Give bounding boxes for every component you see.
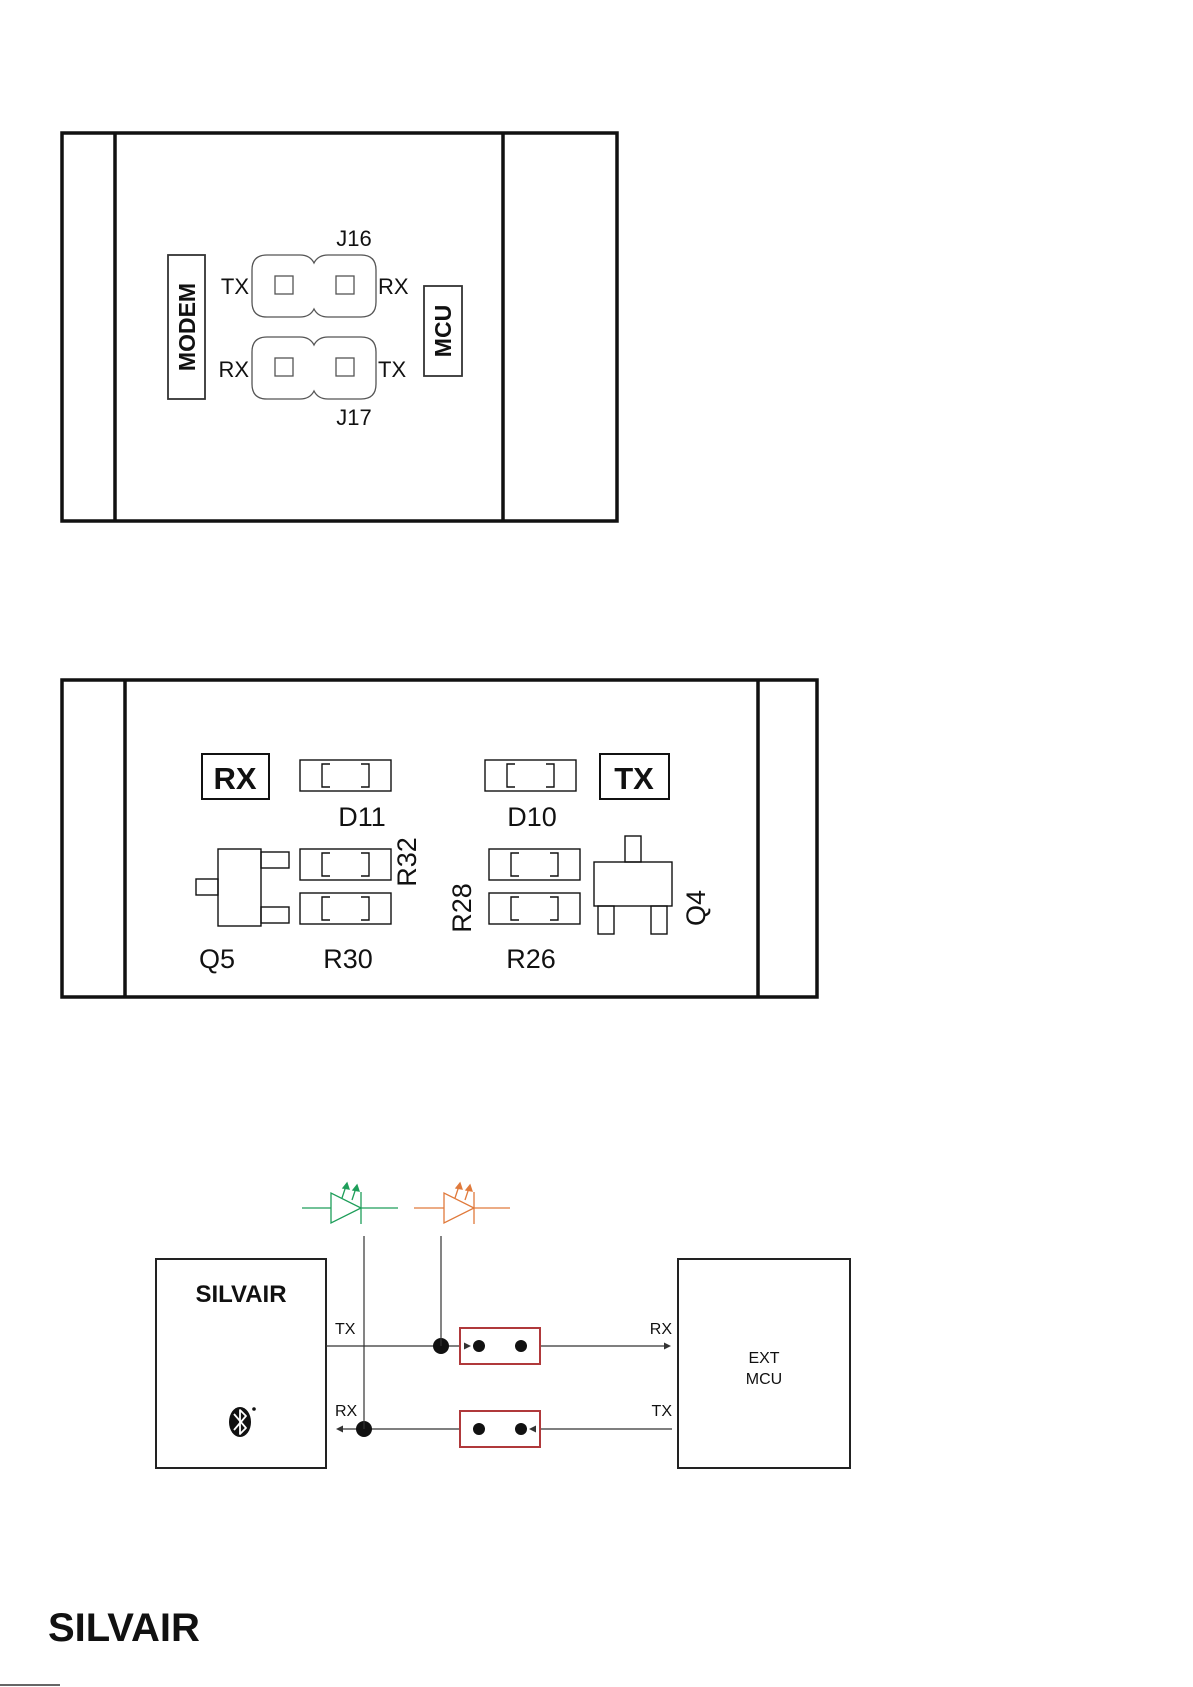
- ext-tx-label: TX: [652, 1403, 673, 1420]
- label-j17: J17: [336, 405, 371, 430]
- ext-mcu-label-line2: MCU: [746, 1371, 782, 1388]
- led-board-diagram: RX TX: [62, 680, 817, 997]
- footprint-q5: [196, 849, 289, 926]
- ext-rx-label: RX: [650, 1321, 673, 1338]
- label-tx-box: TX: [614, 761, 654, 796]
- footer-logo: SILVAIR: [48, 1606, 200, 1650]
- silvair-rx-label: RX: [335, 1403, 358, 1420]
- label-rx-left: RX: [218, 357, 249, 382]
- label-mcu: MCU: [430, 305, 456, 357]
- tx-line-arrowhead: [664, 1343, 671, 1350]
- label-j16: J16: [336, 226, 371, 251]
- tx-jumper[interactable]: [460, 1328, 540, 1364]
- label-q5: Q5: [199, 944, 235, 974]
- silvair-module-logo: SILVAIR: [195, 1281, 286, 1308]
- label-r28: R28: [447, 883, 477, 933]
- bluetooth-icon: [229, 1407, 256, 1437]
- label-q4: Q4: [681, 890, 711, 926]
- footprint-r32: [300, 849, 391, 880]
- label-tx-left: TX: [221, 274, 249, 299]
- label-rx-right: RX: [378, 274, 409, 299]
- footprint-r28: [489, 849, 580, 880]
- footprint-d10: [485, 760, 576, 791]
- footprint-r30: [300, 893, 391, 924]
- label-d10: D10: [507, 802, 557, 832]
- j17-pin-2: [336, 358, 354, 376]
- jumper-board-diagram: J16 J17 TX RX RX TX MODEM MCU: [62, 133, 617, 521]
- label-r30: R30: [323, 944, 373, 974]
- footprint-d11: [300, 760, 391, 791]
- footprint-r26: [489, 893, 580, 924]
- j16-pin-2: [336, 276, 354, 294]
- led-board-outline: [62, 680, 817, 997]
- j16-pin-1: [275, 276, 293, 294]
- jumper-j17[interactable]: [252, 337, 376, 399]
- orange-led-icon: [414, 1183, 510, 1224]
- j17-pin-1: [275, 358, 293, 376]
- label-rx-box: RX: [213, 761, 256, 796]
- label-modem: MODEM: [174, 283, 200, 371]
- label-r26: R26: [506, 944, 556, 974]
- rx-line-arrowhead: [336, 1426, 343, 1433]
- label-tx-right: TX: [378, 357, 406, 382]
- rx-jumper[interactable]: [460, 1411, 540, 1447]
- label-r32: R32: [392, 837, 422, 887]
- jumper-j16[interactable]: [252, 255, 376, 317]
- uart-schematic: SILVAIR TX RX EXT MCU RX TX: [156, 1183, 850, 1468]
- footprint-q4: [594, 836, 672, 934]
- green-led-icon: [302, 1183, 398, 1224]
- board-outline: [62, 133, 617, 521]
- silvair-tx-label: TX: [335, 1321, 356, 1338]
- label-d11: D11: [338, 802, 386, 832]
- ext-mcu-label-line1: EXT: [748, 1350, 779, 1367]
